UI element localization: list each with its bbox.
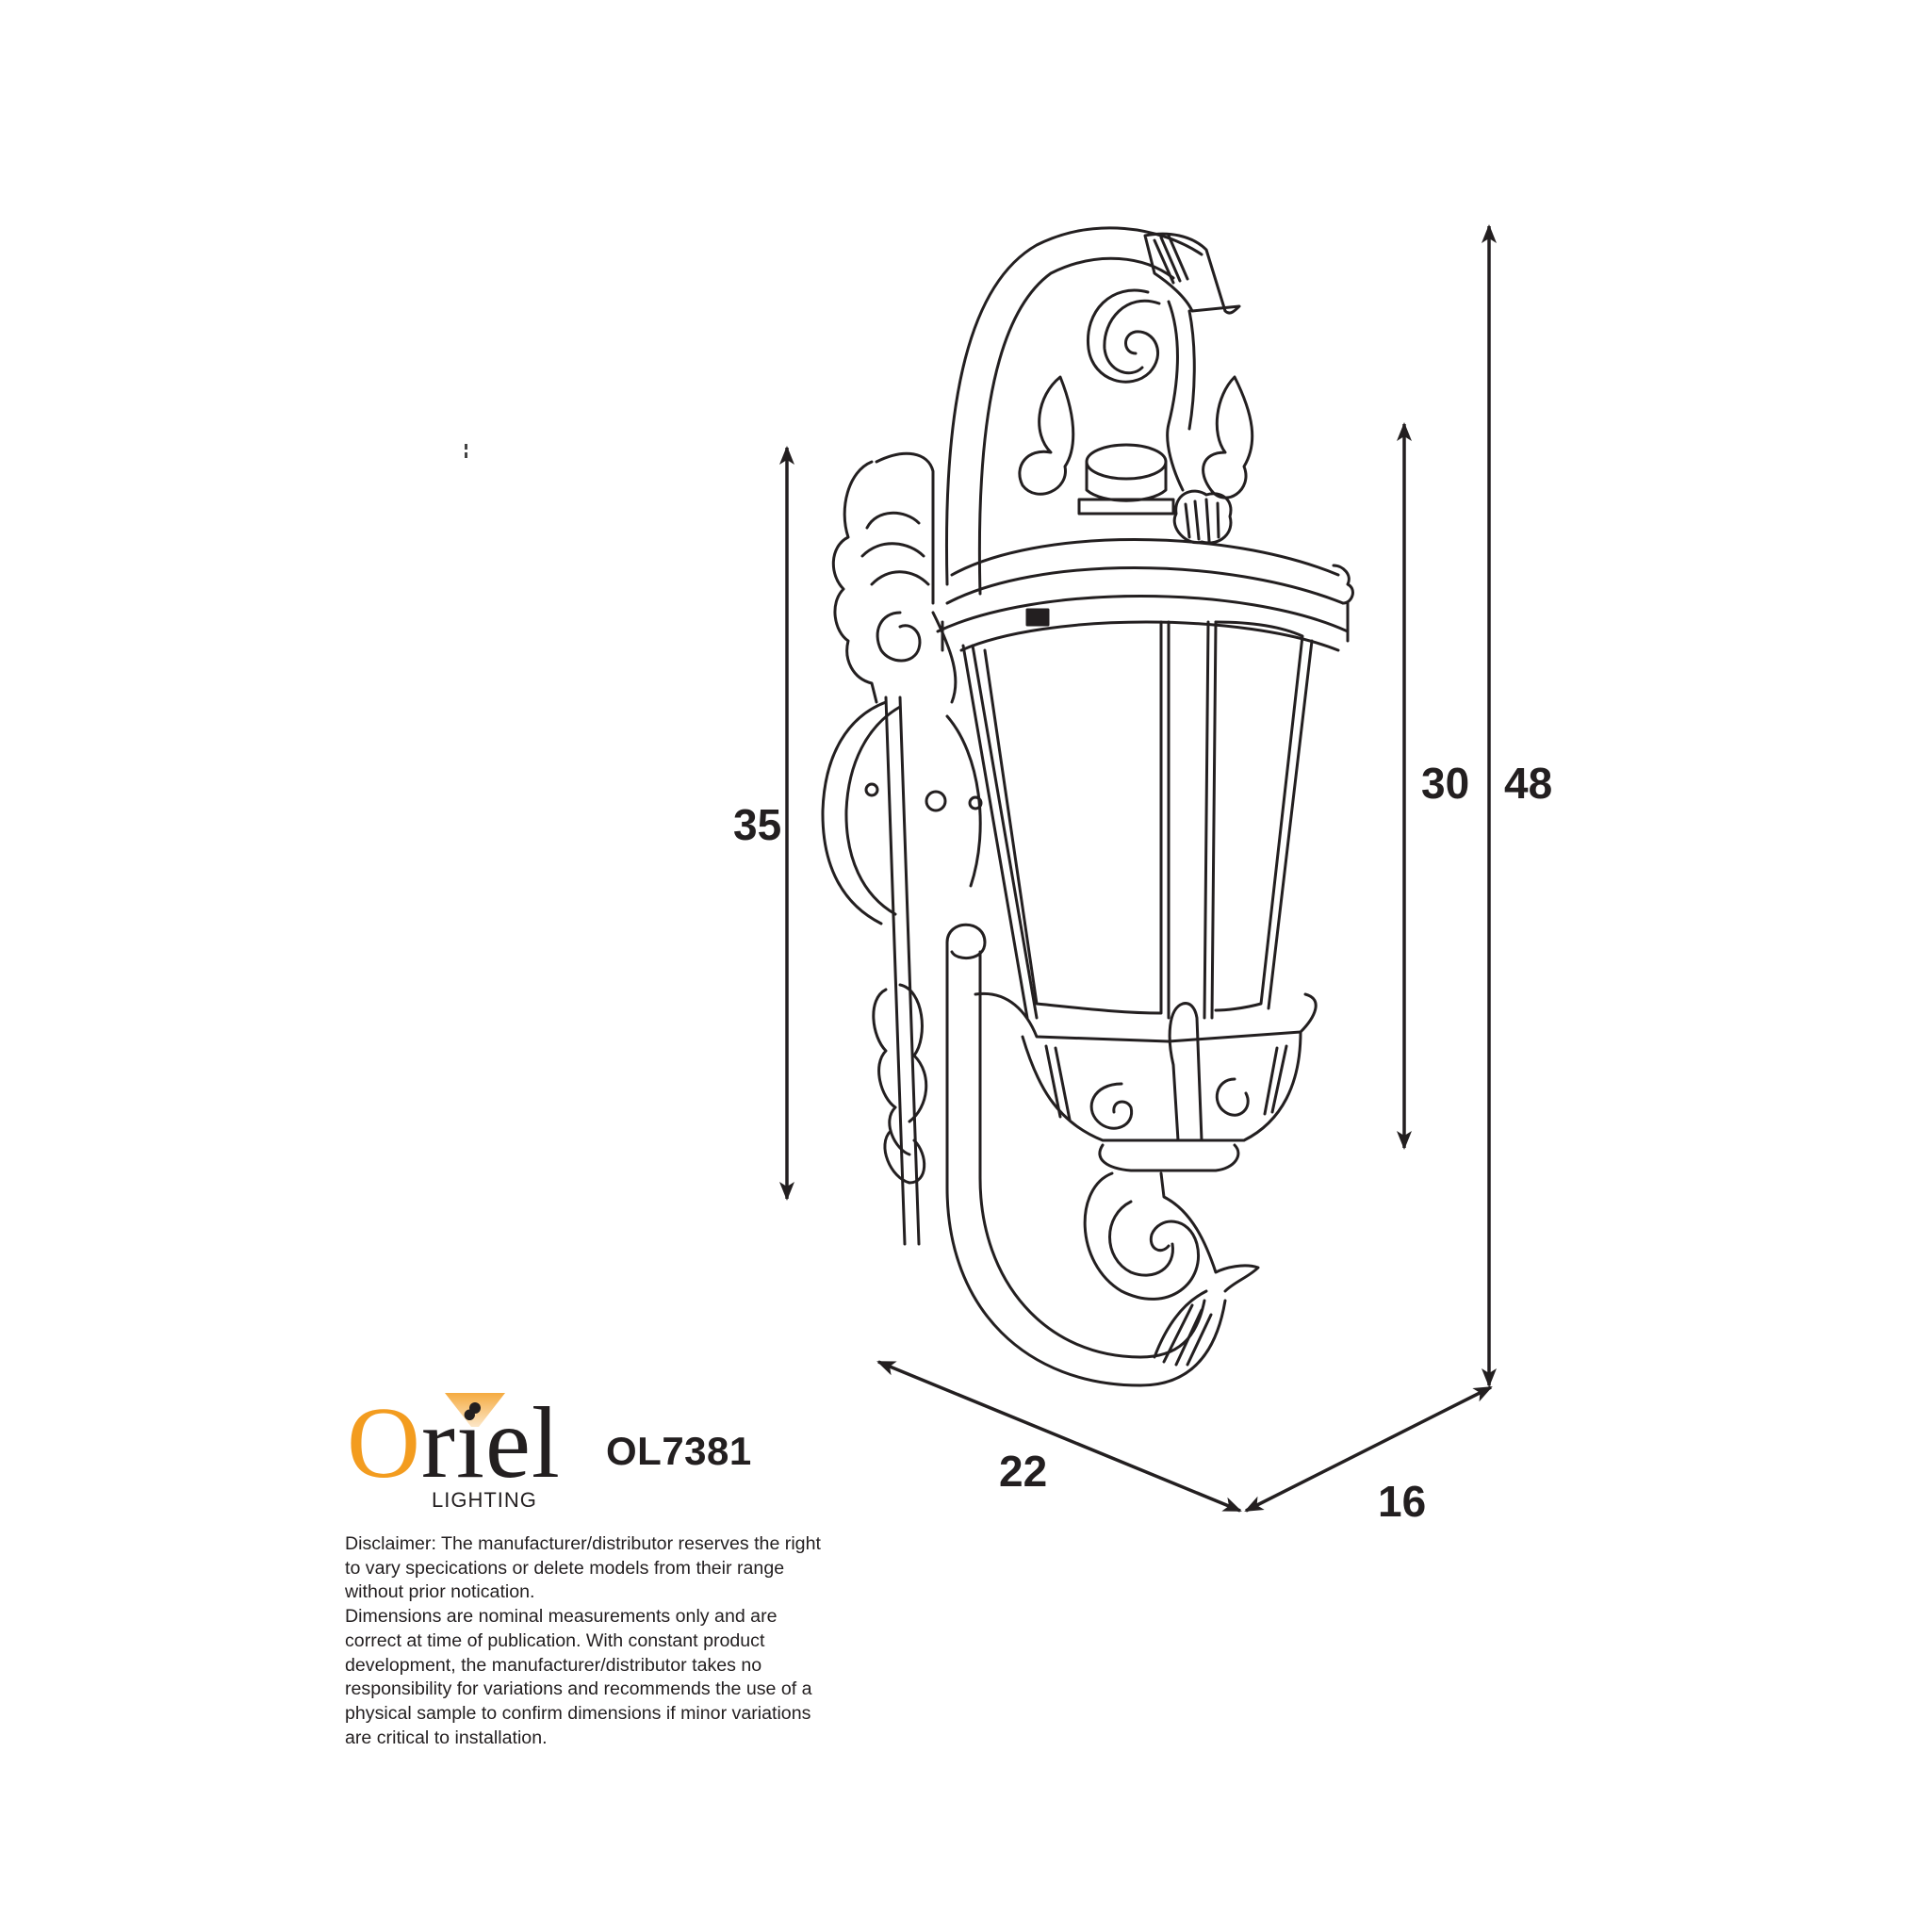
lantern-base-cup <box>974 991 1318 1172</box>
lamp-beam-icon <box>445 1393 505 1427</box>
bottom-scroll <box>1083 1171 1260 1367</box>
top-leaves <box>1018 375 1254 545</box>
wall-bracket <box>821 451 983 1246</box>
brand-rest: riel <box>421 1387 561 1499</box>
finial <box>1077 300 1196 516</box>
lantern-glass <box>961 620 1314 1020</box>
brand-subtitle: LIGHTING <box>432 1488 537 1512</box>
dim-arrow-16 <box>1244 1385 1493 1513</box>
stray-mark <box>465 444 467 459</box>
brand-initial: O <box>347 1387 421 1499</box>
dim-label-lantern-height: 30 <box>1421 759 1470 808</box>
brand-wordmark: Oriel <box>347 1393 561 1495</box>
dim-label-width: 22 <box>999 1447 1048 1496</box>
dim-arrow-22 <box>876 1360 1242 1513</box>
dim-label-depth: 16 <box>1378 1477 1427 1526</box>
disclaimer: Disclaimer: The manufacturer/distributor… <box>345 1532 835 1750</box>
dim-label-overall-height: 48 <box>1504 759 1553 808</box>
brand-logo: Oriel LIGHTING <box>347 1393 564 1513</box>
model-code: OL7381 <box>606 1429 752 1473</box>
disclaimer-paragraph-2: Dimensions are nominal measurements only… <box>345 1606 812 1748</box>
dim-label-backplate-height: 35 <box>733 800 782 849</box>
top-scroll <box>1086 288 1161 384</box>
lantern-canopy <box>936 538 1354 652</box>
disclaimer-paragraph-1: Disclaimer: The manufacturer/distributor… <box>345 1533 821 1603</box>
back-arch <box>945 226 1241 596</box>
